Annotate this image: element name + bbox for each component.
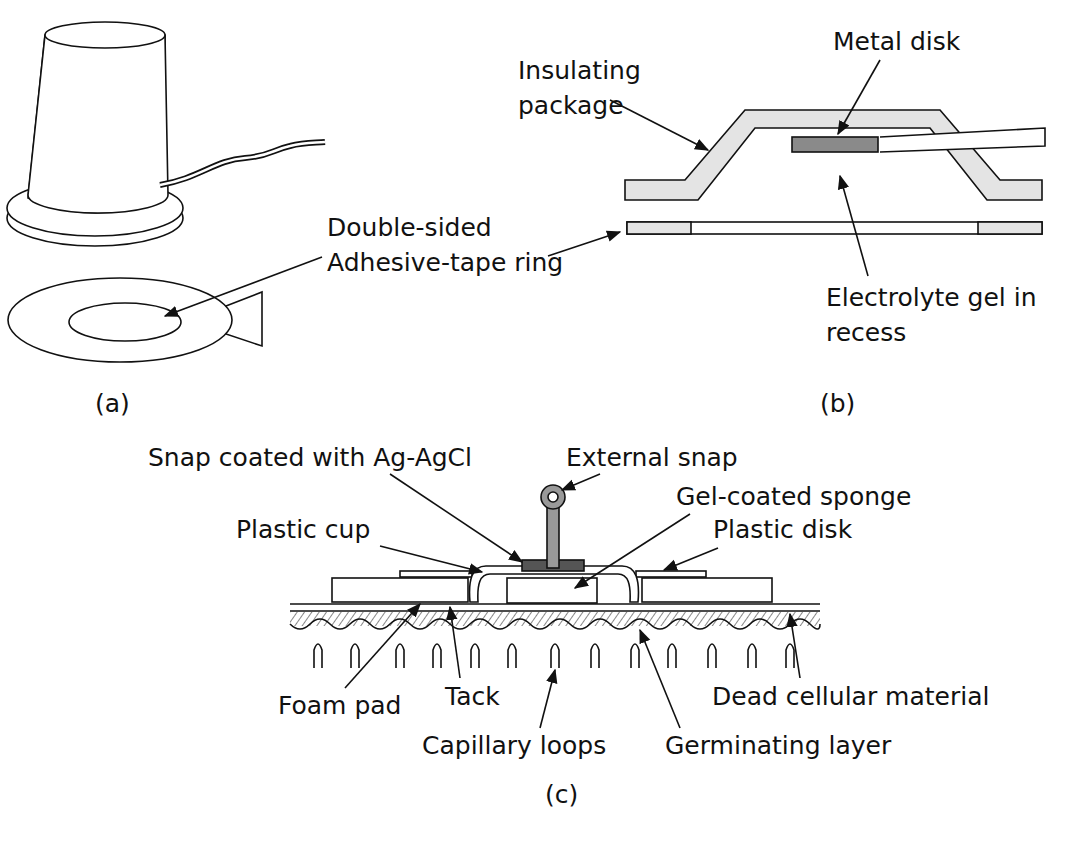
- capillary-loops: [314, 644, 794, 668]
- snap-hole: [548, 492, 558, 502]
- leader-line: [390, 474, 522, 562]
- leader-line: [345, 604, 420, 688]
- cable-inner: [160, 142, 325, 185]
- leader-line: [165, 257, 322, 316]
- cone-side: [28, 35, 168, 213]
- leader-line: [540, 670, 555, 728]
- part-label: Tack: [445, 679, 500, 714]
- leader-line: [450, 607, 460, 678]
- panel-label: (b): [820, 386, 855, 421]
- metal-disk: [792, 137, 878, 152]
- part-label: Snap coated with Ag-AgCl: [148, 440, 472, 475]
- part-label: Plastic disk: [713, 512, 852, 547]
- part-label: Foam pad: [278, 688, 401, 723]
- part-label: Metal disk: [833, 24, 960, 59]
- germinating-layer: [290, 619, 820, 629]
- leader-line: [562, 474, 600, 490]
- tape-adhesive: [627, 222, 691, 234]
- leader-line: [790, 614, 800, 678]
- part-label: Germinating layer: [665, 728, 891, 763]
- panel-label: (a): [95, 386, 130, 421]
- snap-stem: [547, 506, 559, 568]
- leader-line: [838, 60, 880, 134]
- lead-wire: [880, 128, 1045, 152]
- cable: [160, 142, 325, 185]
- foam-pad: [642, 578, 772, 602]
- plastic-disk: [400, 571, 472, 577]
- plastic-disk: [636, 571, 706, 577]
- part-label: Dead cellular material: [712, 679, 989, 714]
- foam-pad: [332, 578, 468, 602]
- part-label: Capillary loops: [422, 728, 606, 763]
- external-snap: [541, 485, 565, 509]
- part-label: Plastic cup: [236, 512, 370, 547]
- leader-line: [640, 630, 680, 728]
- tape-ring: [8, 278, 232, 362]
- skin-surface: [290, 610, 820, 612]
- part-label: External snap: [566, 440, 738, 475]
- leader-line: [610, 100, 708, 150]
- tape-hole: [69, 303, 181, 341]
- tape-strip: [627, 222, 1042, 234]
- insulating-package: [625, 110, 1042, 200]
- leader-line: [664, 548, 718, 570]
- part-label: Gel-coated sponge: [676, 479, 911, 514]
- part-label: Insulating package: [518, 53, 696, 123]
- tape-adhesive: [978, 222, 1042, 234]
- leader-line: [840, 176, 868, 276]
- part-label: Electrolyte gel in recess: [826, 280, 1066, 350]
- part-label: Double-sided Adhesive-tape ring: [327, 210, 567, 280]
- panel-label: (c): [545, 777, 578, 812]
- leader-line: [575, 514, 690, 588]
- leader-line: [380, 546, 482, 572]
- cone-top: [45, 22, 165, 48]
